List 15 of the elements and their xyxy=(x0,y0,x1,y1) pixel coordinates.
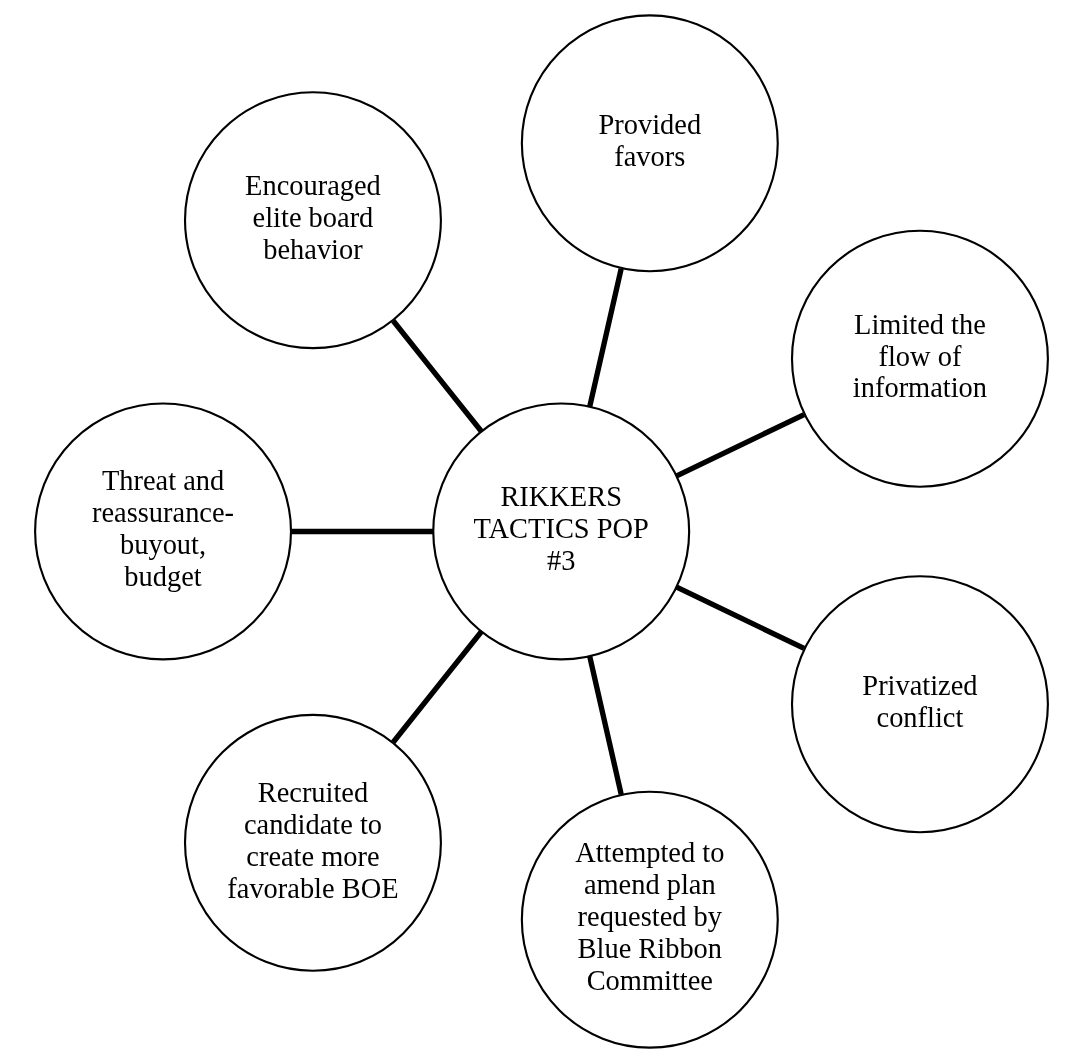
node-circle: Provided favors xyxy=(520,14,779,273)
connector xyxy=(675,584,806,651)
connector xyxy=(391,319,484,433)
node-circle: Limited the flow of information xyxy=(790,229,1049,488)
node-circle: Recruited candidate to create more favorable BOE xyxy=(183,713,442,972)
node-circle: Encouraged elite board behavior xyxy=(183,91,442,350)
node-circle: Attempted to amend plan requested by Blue Ribbon Committee xyxy=(520,790,779,1049)
connector xyxy=(391,630,484,744)
connector xyxy=(675,412,806,479)
connector xyxy=(291,528,434,535)
node-circle: Privatized conflict xyxy=(790,575,1049,834)
connector xyxy=(587,655,624,795)
node-circle: Threat and reassurance- buyout, budget xyxy=(34,402,293,661)
connector xyxy=(587,268,624,408)
node-circle: RIKKERS TACTICS POP #3 xyxy=(432,402,691,661)
